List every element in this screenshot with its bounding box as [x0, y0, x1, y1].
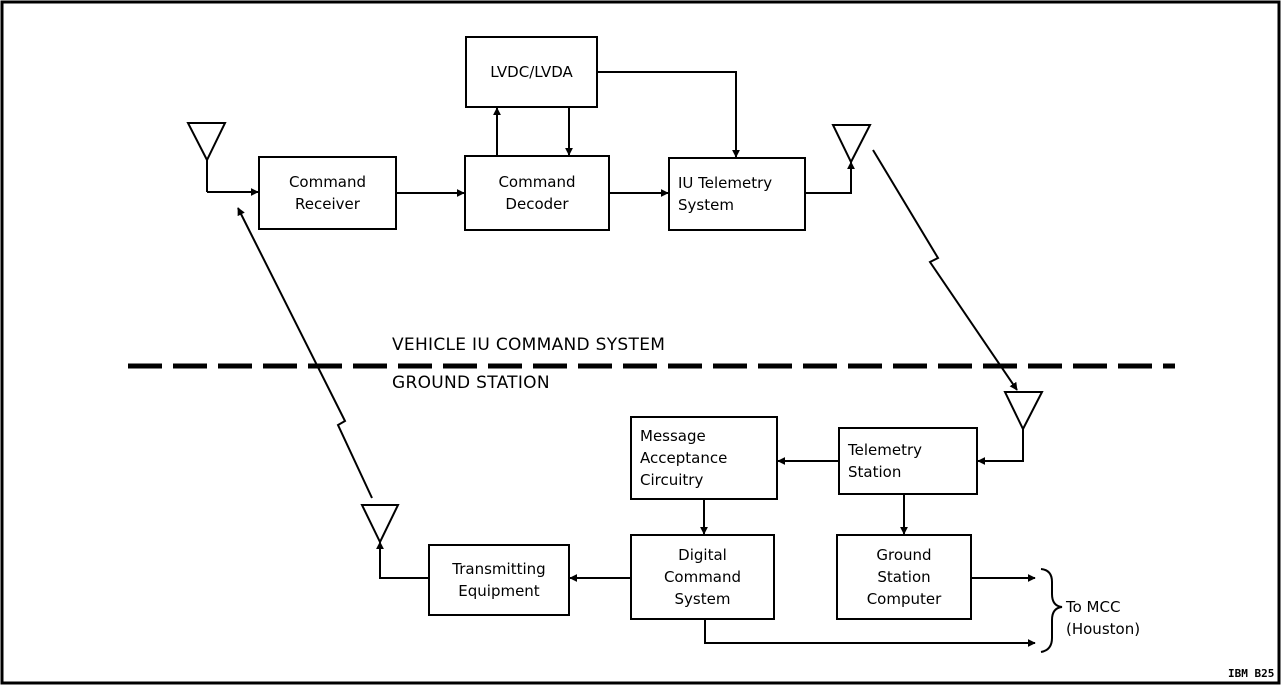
digital-command-box: Digital Command System	[630, 534, 775, 620]
iu-telemetry-box: IU Telemetry System	[668, 157, 806, 231]
transmitting-equipment-box: Transmitting Equipment	[428, 544, 570, 616]
lvdc-lvda-box: LVDC/LVDA	[465, 36, 598, 108]
telemetry-station-label: Telemetry Station	[848, 441, 923, 481]
vehicle-section-label: VEHICLE IU COMMAND SYSTEM	[392, 335, 666, 355]
message-acceptance-box: Message Acceptance Circuitry	[630, 416, 778, 500]
antenna-icon	[831, 124, 872, 165]
lightning-link-icon	[237, 207, 373, 499]
figure-id: IBM B25	[1228, 667, 1275, 680]
antenna-icon	[1003, 391, 1044, 432]
flow-arrow	[598, 71, 740, 158]
command-decoder-box: Command Decoder	[464, 155, 610, 231]
mcc-destination-label: To MCC (Houston)	[1066, 598, 1141, 638]
flow-arrow	[977, 429, 1024, 465]
digital-command-label: Digital Command System	[663, 546, 742, 608]
ground-computer-box: Ground Station Computer	[836, 534, 972, 620]
ground-section-label: GROUND STATION	[392, 373, 550, 393]
antenna-icon	[360, 504, 400, 545]
brace-icon	[1040, 568, 1063, 653]
ground-computer-label: Ground Station Computer	[866, 546, 942, 608]
flow-arrow	[376, 541, 428, 579]
iu-telemetry-label: IU Telemetry System	[678, 174, 773, 214]
lvdc-lvda-label: LVDC/LVDA	[490, 63, 573, 81]
command-receiver-box: Command Receiver	[258, 156, 397, 230]
command-decoder-label: Command Decoder	[498, 173, 576, 213]
transmitting-equipment-label: Transmitting Equipment	[452, 560, 546, 600]
command-receiver-label: Command Receiver	[288, 173, 367, 213]
lightning-link-icon	[872, 149, 1018, 391]
antenna-icon	[186, 122, 227, 163]
flow-arrow	[806, 161, 855, 194]
telemetry-station-box: Telemetry Station	[838, 427, 978, 495]
message-acceptance-label: Message Acceptance Circuitry	[640, 427, 728, 489]
flow-arrow	[704, 620, 1036, 647]
